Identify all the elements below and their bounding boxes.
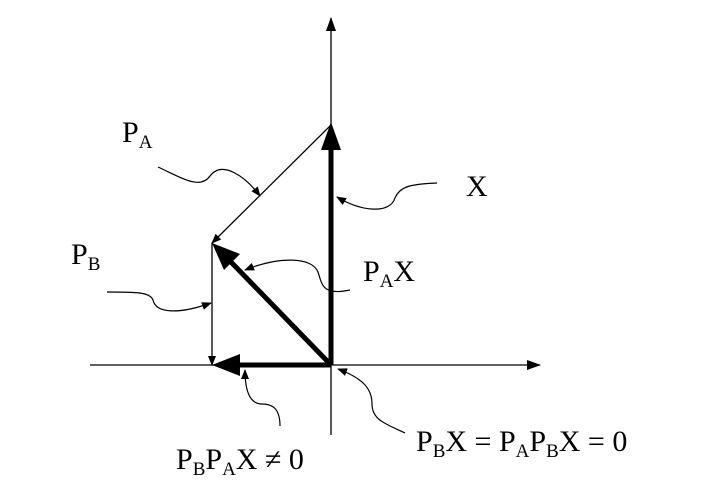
label-x: X [466,170,488,203]
pointer-pb [106,291,212,312]
pointer-pax [244,259,351,293]
pointer-x [336,182,438,210]
pointer-pbpax [241,369,281,427]
pointer-pbx [337,368,406,434]
vector-pax-arrowhead [212,243,240,270]
label-pbpax: PBPAX ≠ 0 [176,443,304,480]
vector-x-arrowhead [321,122,341,150]
label-pa: PA [122,116,153,153]
pointer-pa [157,166,261,197]
label-pbx: PBX = PAPBX = 0 [416,425,627,462]
vector-pax [228,259,333,367]
projection-line-pa [211,124,332,244]
vector-pbpax-arrowhead [212,354,240,376]
label-pb: PB [71,238,100,275]
label-pax: PAX [363,255,415,292]
